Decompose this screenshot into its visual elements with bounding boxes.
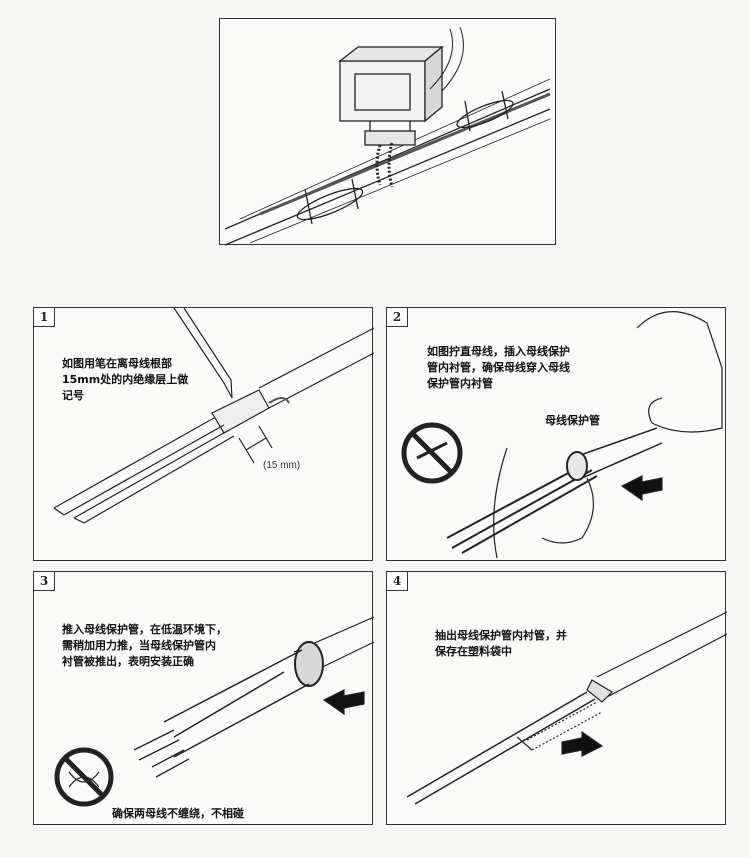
hero-illustration bbox=[219, 18, 556, 246]
step-caption: 抽出母线保护管内衬管，并 保存在塑料袋中 bbox=[435, 629, 567, 658]
step-number: 1 bbox=[33, 307, 55, 327]
step-caption: 如图用笔在离母线根部 15mm处的内绝缘层上做 记号 bbox=[62, 357, 189, 402]
step-caption: 如图拧直母线，插入母线保护 管内衬管，确保母线穿入母线 保护管内衬管 bbox=[427, 345, 570, 390]
step-caption: 推入母线保护管，在低温环境下， 需稍加用力推，当母线保护管内 衬管被推出，表明安… bbox=[62, 623, 227, 668]
warning-text: 确保两母线不缠绕，不相碰 bbox=[112, 807, 244, 820]
step-2-panel: 2 如图拧直母线，插入母线保护 管内衬管，确保母线穿入母线 保护管内衬管 母线保… bbox=[386, 307, 726, 561]
step-1-panel: 1 如图用笔在离母线根部 15mm处的内绝缘层上做 记号 (15 mm) bbox=[33, 307, 374, 561]
step-4-drawing bbox=[406, 611, 727, 805]
tube-label: 母线保护管 bbox=[545, 414, 600, 427]
step-3-panel: 3 推入母线保护管，在低温环境下， 需稍加用力推，当母线保护管内 衬管被推出，表… bbox=[33, 571, 374, 825]
step-1-drawing bbox=[53, 308, 374, 524]
step-number: 2 bbox=[386, 307, 408, 327]
step-2-drawing bbox=[401, 311, 723, 559]
step-number: 3 bbox=[33, 571, 55, 591]
junction-box-on-pipe-drawing bbox=[224, 26, 551, 246]
step-number: 4 bbox=[386, 571, 408, 591]
step-4-panel: 4 抽出母线保护管内衬管，并 保存在塑料袋中 bbox=[386, 571, 727, 825]
step-3-drawing bbox=[54, 616, 374, 807]
dimension-label: (15 mm) bbox=[263, 460, 301, 471]
